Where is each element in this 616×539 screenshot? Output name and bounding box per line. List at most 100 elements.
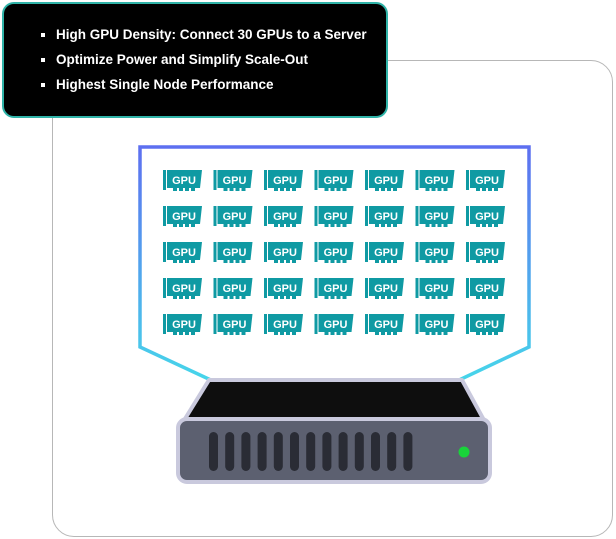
gpu-card-icon: GPU (163, 242, 202, 263)
status-led-icon (458, 446, 470, 458)
vent-slot (387, 432, 397, 471)
gpu-card-icon: GPU (163, 314, 202, 335)
gpu-label: GPU (324, 319, 348, 331)
gpu-card-icon: GPU (314, 170, 354, 191)
gpu-label: GPU (374, 175, 398, 187)
gpu-card-icon: GPU (466, 206, 505, 227)
gpu-label: GPU (475, 211, 499, 223)
gpu-label: GPU (425, 211, 449, 223)
gpu-card-icon: GPU (466, 242, 505, 263)
gpu-label: GPU (223, 319, 247, 331)
gpu-label: GPU (475, 283, 499, 295)
gpu-label: GPU (374, 211, 398, 223)
gpu-card-icon: GPU (264, 170, 303, 191)
gpu-label: GPU (273, 211, 297, 223)
gpu-card-icon: GPU (314, 242, 354, 263)
gpu-card-icon: GPU (415, 170, 455, 191)
gpu-card-icon: GPU (365, 278, 404, 299)
vent-slot (257, 432, 267, 471)
gpu-label: GPU (172, 247, 196, 259)
gpu-card-icon: GPU (314, 278, 354, 299)
gpu-card-icon: GPU (213, 314, 253, 335)
gpu-label: GPU (273, 247, 297, 259)
gpu-label: GPU (172, 283, 196, 295)
gpu-label: GPU (374, 283, 398, 295)
gpu-card-icon: GPU (365, 170, 404, 191)
feature-list: High GPU Density: Connect 30 GPUs to a S… (4, 4, 386, 97)
gpu-label: GPU (324, 283, 348, 295)
vent-slot (322, 432, 332, 471)
gpu-card-icon: GPU (213, 242, 253, 263)
vent-slot (225, 432, 235, 471)
gpu-card-icon: GPU (163, 170, 202, 191)
gpu-label: GPU (223, 247, 247, 259)
bullet-icon (41, 83, 45, 87)
gpu-card-icon: GPU (415, 242, 455, 263)
feature-callout: High GPU Density: Connect 30 GPUs to a S… (2, 2, 388, 118)
gpu-card-icon: GPU (314, 206, 354, 227)
gpu-card-icon: GPU (264, 314, 303, 335)
gpu-card-icon: GPU (213, 170, 253, 191)
gpu-card-icon: GPU (264, 206, 303, 227)
gpu-card-icon: GPU (213, 278, 253, 299)
gpu-card-icon: GPU (365, 206, 404, 227)
gpu-label: GPU (172, 175, 196, 187)
gpu-grid: GPU GPU GPU GPU GPU GPU GPU GPU GPU GPU GPU GPU GPU G… (163, 170, 505, 335)
gpu-card-icon: GPU (365, 314, 404, 335)
gpu-label: GPU (172, 319, 196, 331)
bullet-icon (41, 33, 45, 37)
vent-slot (338, 432, 348, 471)
gpu-label: GPU (324, 247, 348, 259)
vent-slot (354, 432, 364, 471)
gpu-label: GPU (475, 247, 499, 259)
feature-text: High GPU Density: Connect 30 GPUs to a S… (56, 27, 367, 42)
vent-slot (403, 432, 413, 471)
gpu-card-icon: GPU (264, 278, 303, 299)
gpu-label: GPU (475, 319, 499, 331)
gpu-label: GPU (374, 247, 398, 259)
server-front (176, 417, 492, 484)
gpu-label: GPU (324, 175, 348, 187)
gpu-card-icon: GPU (415, 206, 455, 227)
gpu-card-icon: GPU (365, 242, 404, 263)
gpu-label: GPU (475, 175, 499, 187)
gpu-label: GPU (273, 283, 297, 295)
gpu-card-icon: GPU (163, 206, 202, 227)
bullet-icon (41, 58, 45, 62)
gpu-label: GPU (425, 247, 449, 259)
feature-text: Optimize Power and Simplify Scale-Out (56, 52, 309, 67)
gpu-label: GPU (172, 211, 196, 223)
gpu-label: GPU (374, 319, 398, 331)
vent-slot (273, 432, 283, 471)
gpu-label: GPU (273, 319, 297, 331)
gpu-card-icon: GPU (163, 278, 202, 299)
gpu-card-icon: GPU (466, 278, 505, 299)
gpu-label: GPU (223, 175, 247, 187)
gpu-label: GPU (324, 211, 348, 223)
vent-slot (290, 432, 299, 471)
gpu-label: GPU (425, 319, 449, 331)
feature-text: Highest Single Node Performance (56, 77, 274, 92)
feature-item: High GPU Density: Connect 30 GPUs to a S… (4, 22, 386, 47)
gpu-card-icon: GPU (415, 278, 455, 299)
vent-slot (306, 432, 316, 471)
gpu-label: GPU (425, 175, 449, 187)
gpu-card-icon: GPU (415, 314, 455, 335)
vent-slot (241, 432, 251, 471)
gpu-card-icon: GPU (264, 242, 303, 263)
feature-item: Optimize Power and Simplify Scale-Out (4, 47, 386, 72)
gpu-label: GPU (223, 283, 247, 295)
server-vents (209, 432, 413, 471)
gpu-label: GPU (223, 211, 247, 223)
gpu-card-icon: GPU (466, 314, 505, 335)
vent-slot (371, 432, 380, 471)
server-top (181, 378, 487, 424)
feature-item: Highest Single Node Performance (4, 72, 386, 97)
gpu-card-icon: GPU (213, 206, 253, 227)
gpu-card-icon: GPU (466, 170, 505, 191)
server (176, 378, 492, 484)
vent-slot (209, 432, 218, 471)
gpu-label: GPU (273, 175, 297, 187)
gpu-card-icon: GPU (314, 314, 354, 335)
